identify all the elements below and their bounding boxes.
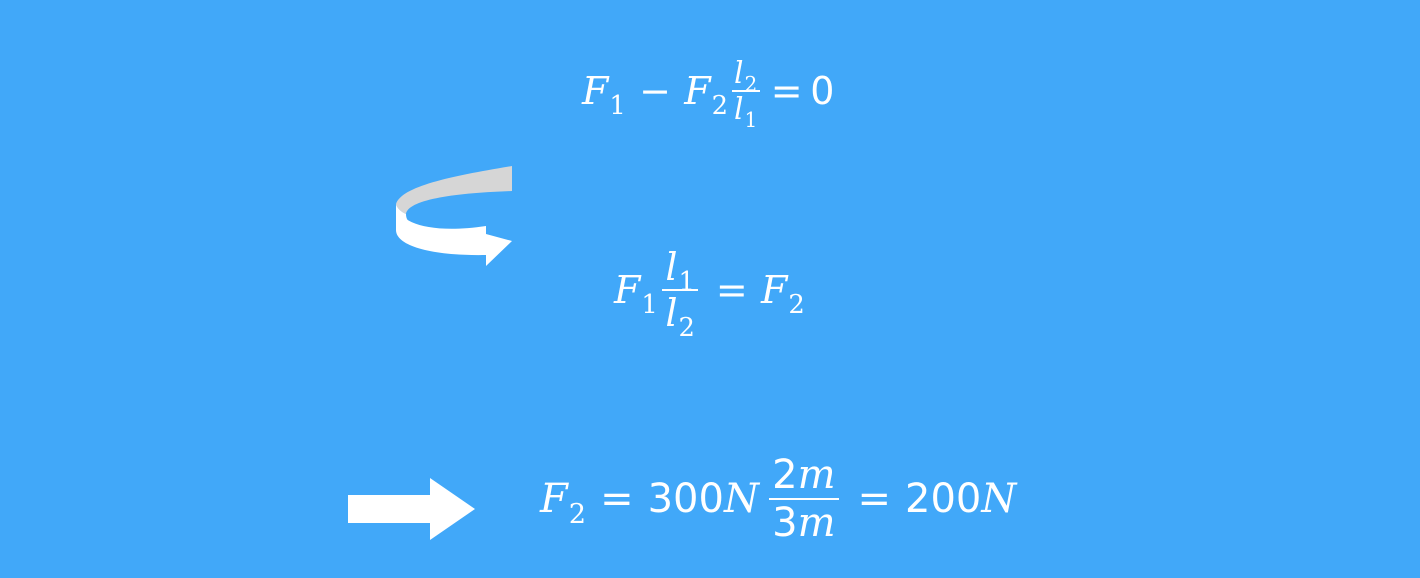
l-subscript: 2 <box>744 71 758 96</box>
f1-term: F1 <box>582 69 626 119</box>
equation-rearranged: F1 l1 l2 = F2 <box>614 245 805 341</box>
equals-sign: = <box>600 476 634 523</box>
result-value: 200 <box>905 476 982 523</box>
numerator-value: 2 <box>772 452 798 498</box>
f2-subscript: 2 <box>788 289 805 320</box>
f2-term: F2 <box>684 69 728 119</box>
fraction-numerator: l1 <box>662 245 699 295</box>
f1-term: F1 <box>614 268 658 318</box>
f2-symbol: F <box>540 476 568 523</box>
f1-symbol: F <box>582 69 609 113</box>
f2-subscript: 2 <box>568 498 587 530</box>
result-term: 200N <box>905 479 1016 519</box>
curved-arrow-icon <box>396 166 512 266</box>
fraction-denominator: l2 <box>662 291 698 341</box>
f2-symbol: F <box>684 69 711 113</box>
denominator-value: 3 <box>772 500 798 547</box>
length-ratio-fraction: l1 l2 <box>662 245 699 341</box>
l-symbol: l <box>665 291 678 336</box>
f2-term: F2 <box>761 268 805 318</box>
result-unit: N <box>981 476 1017 523</box>
equals-sign: = <box>770 69 803 113</box>
zero-value: 0 <box>810 69 835 113</box>
denominator-unit: m <box>797 500 836 547</box>
f1-symbol: F <box>614 268 641 313</box>
right-arrow-icon <box>348 478 475 540</box>
f1-subscript: 1 <box>609 90 626 121</box>
f2-subscript: 2 <box>711 90 729 121</box>
l-symbol: l <box>733 91 744 127</box>
fraction-denominator: 3m <box>769 500 839 543</box>
force-value-term: 300N <box>648 479 759 519</box>
l-subscript: 1 <box>678 266 695 297</box>
l-subscript: 2 <box>678 312 695 343</box>
fraction-numerator: 2m <box>768 452 839 501</box>
l-symbol: l <box>665 245 678 289</box>
equation-result: F2 = 300N 2m 3m = 200N <box>540 455 1016 543</box>
equals-sign: = <box>715 268 748 313</box>
numerator-unit: m <box>797 452 836 498</box>
fraction-numerator: l2 <box>731 55 760 94</box>
f1-subscript: 1 <box>641 289 658 320</box>
f2-symbol: F <box>761 268 788 313</box>
l-subscript: 1 <box>744 108 758 133</box>
f2-term: F2 <box>540 476 586 527</box>
fraction-denominator: l1 <box>732 91 760 130</box>
minus-sign: − <box>639 69 671 113</box>
equals-sign: = <box>857 476 892 523</box>
force-unit: N <box>723 476 759 523</box>
equation-moment-balance: F1 − F2 l2 l1 = 0 <box>582 55 835 130</box>
length-ratio-fraction: 2m 3m <box>768 452 839 543</box>
l-symbol: l <box>733 55 744 90</box>
force-value: 300 <box>647 476 724 523</box>
length-ratio-fraction: l2 l1 <box>731 55 760 130</box>
